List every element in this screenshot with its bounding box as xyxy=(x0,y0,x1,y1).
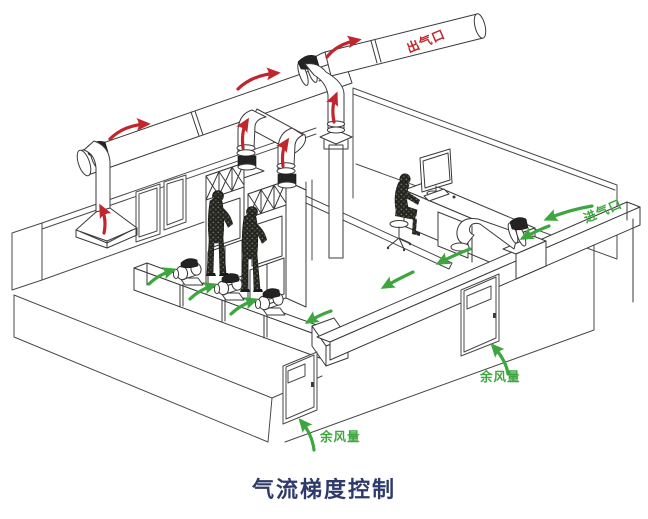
window xyxy=(135,183,161,243)
supply-arrow xyxy=(519,224,551,240)
exhaust-arrow xyxy=(108,118,151,141)
back-left-wall xyxy=(11,127,317,291)
inline-fan xyxy=(507,217,529,247)
supply-duct-system xyxy=(133,201,641,367)
supply-arrow xyxy=(435,247,472,265)
right-door xyxy=(460,273,500,357)
chair xyxy=(386,220,412,252)
worker-silhouette xyxy=(240,206,267,292)
front-left-wall xyxy=(13,294,273,443)
biosafety-cabinets xyxy=(205,162,307,312)
supply-arrows xyxy=(147,204,594,452)
exhaust-arrows xyxy=(99,35,362,235)
worker-silhouette xyxy=(206,190,233,276)
supply-arrow xyxy=(229,297,259,316)
keyboard xyxy=(423,188,456,202)
window xyxy=(163,174,187,231)
door-handle xyxy=(493,313,496,318)
exhaust-arrow xyxy=(325,35,362,59)
door-window xyxy=(287,363,306,384)
residual-air-label-right: 余风量 xyxy=(479,369,521,384)
mouse xyxy=(452,195,456,199)
exhaust-arrow xyxy=(99,203,112,235)
canopy-hood xyxy=(75,140,138,249)
supply-arrow xyxy=(380,270,415,289)
riser-duct xyxy=(276,127,304,189)
supply-arrow xyxy=(298,418,316,452)
page-title: 气流梯度控制 xyxy=(251,477,396,502)
supply-arrow xyxy=(304,309,333,325)
supply-arrow xyxy=(543,204,594,221)
exhaust-arrow xyxy=(236,67,281,91)
supply-arrow xyxy=(490,343,510,376)
operator-sitting-silhouette xyxy=(394,173,420,236)
exhaust-duct-system xyxy=(75,13,487,249)
supply-arrow xyxy=(188,282,218,301)
door-window xyxy=(466,285,492,310)
main-exhaust-duct xyxy=(76,58,353,177)
door-handle xyxy=(311,382,314,387)
office-supply-branch xyxy=(450,217,529,252)
exhaust-arrow xyxy=(275,137,290,168)
monitor xyxy=(419,148,453,196)
supply-arrow xyxy=(147,267,177,286)
left-door xyxy=(282,351,318,425)
exhaust-arrow xyxy=(326,91,338,124)
exhaust-riser-stand xyxy=(319,129,353,259)
residual-air-label-left: 余风量 xyxy=(319,429,361,444)
exhaust-arrow xyxy=(236,117,249,150)
